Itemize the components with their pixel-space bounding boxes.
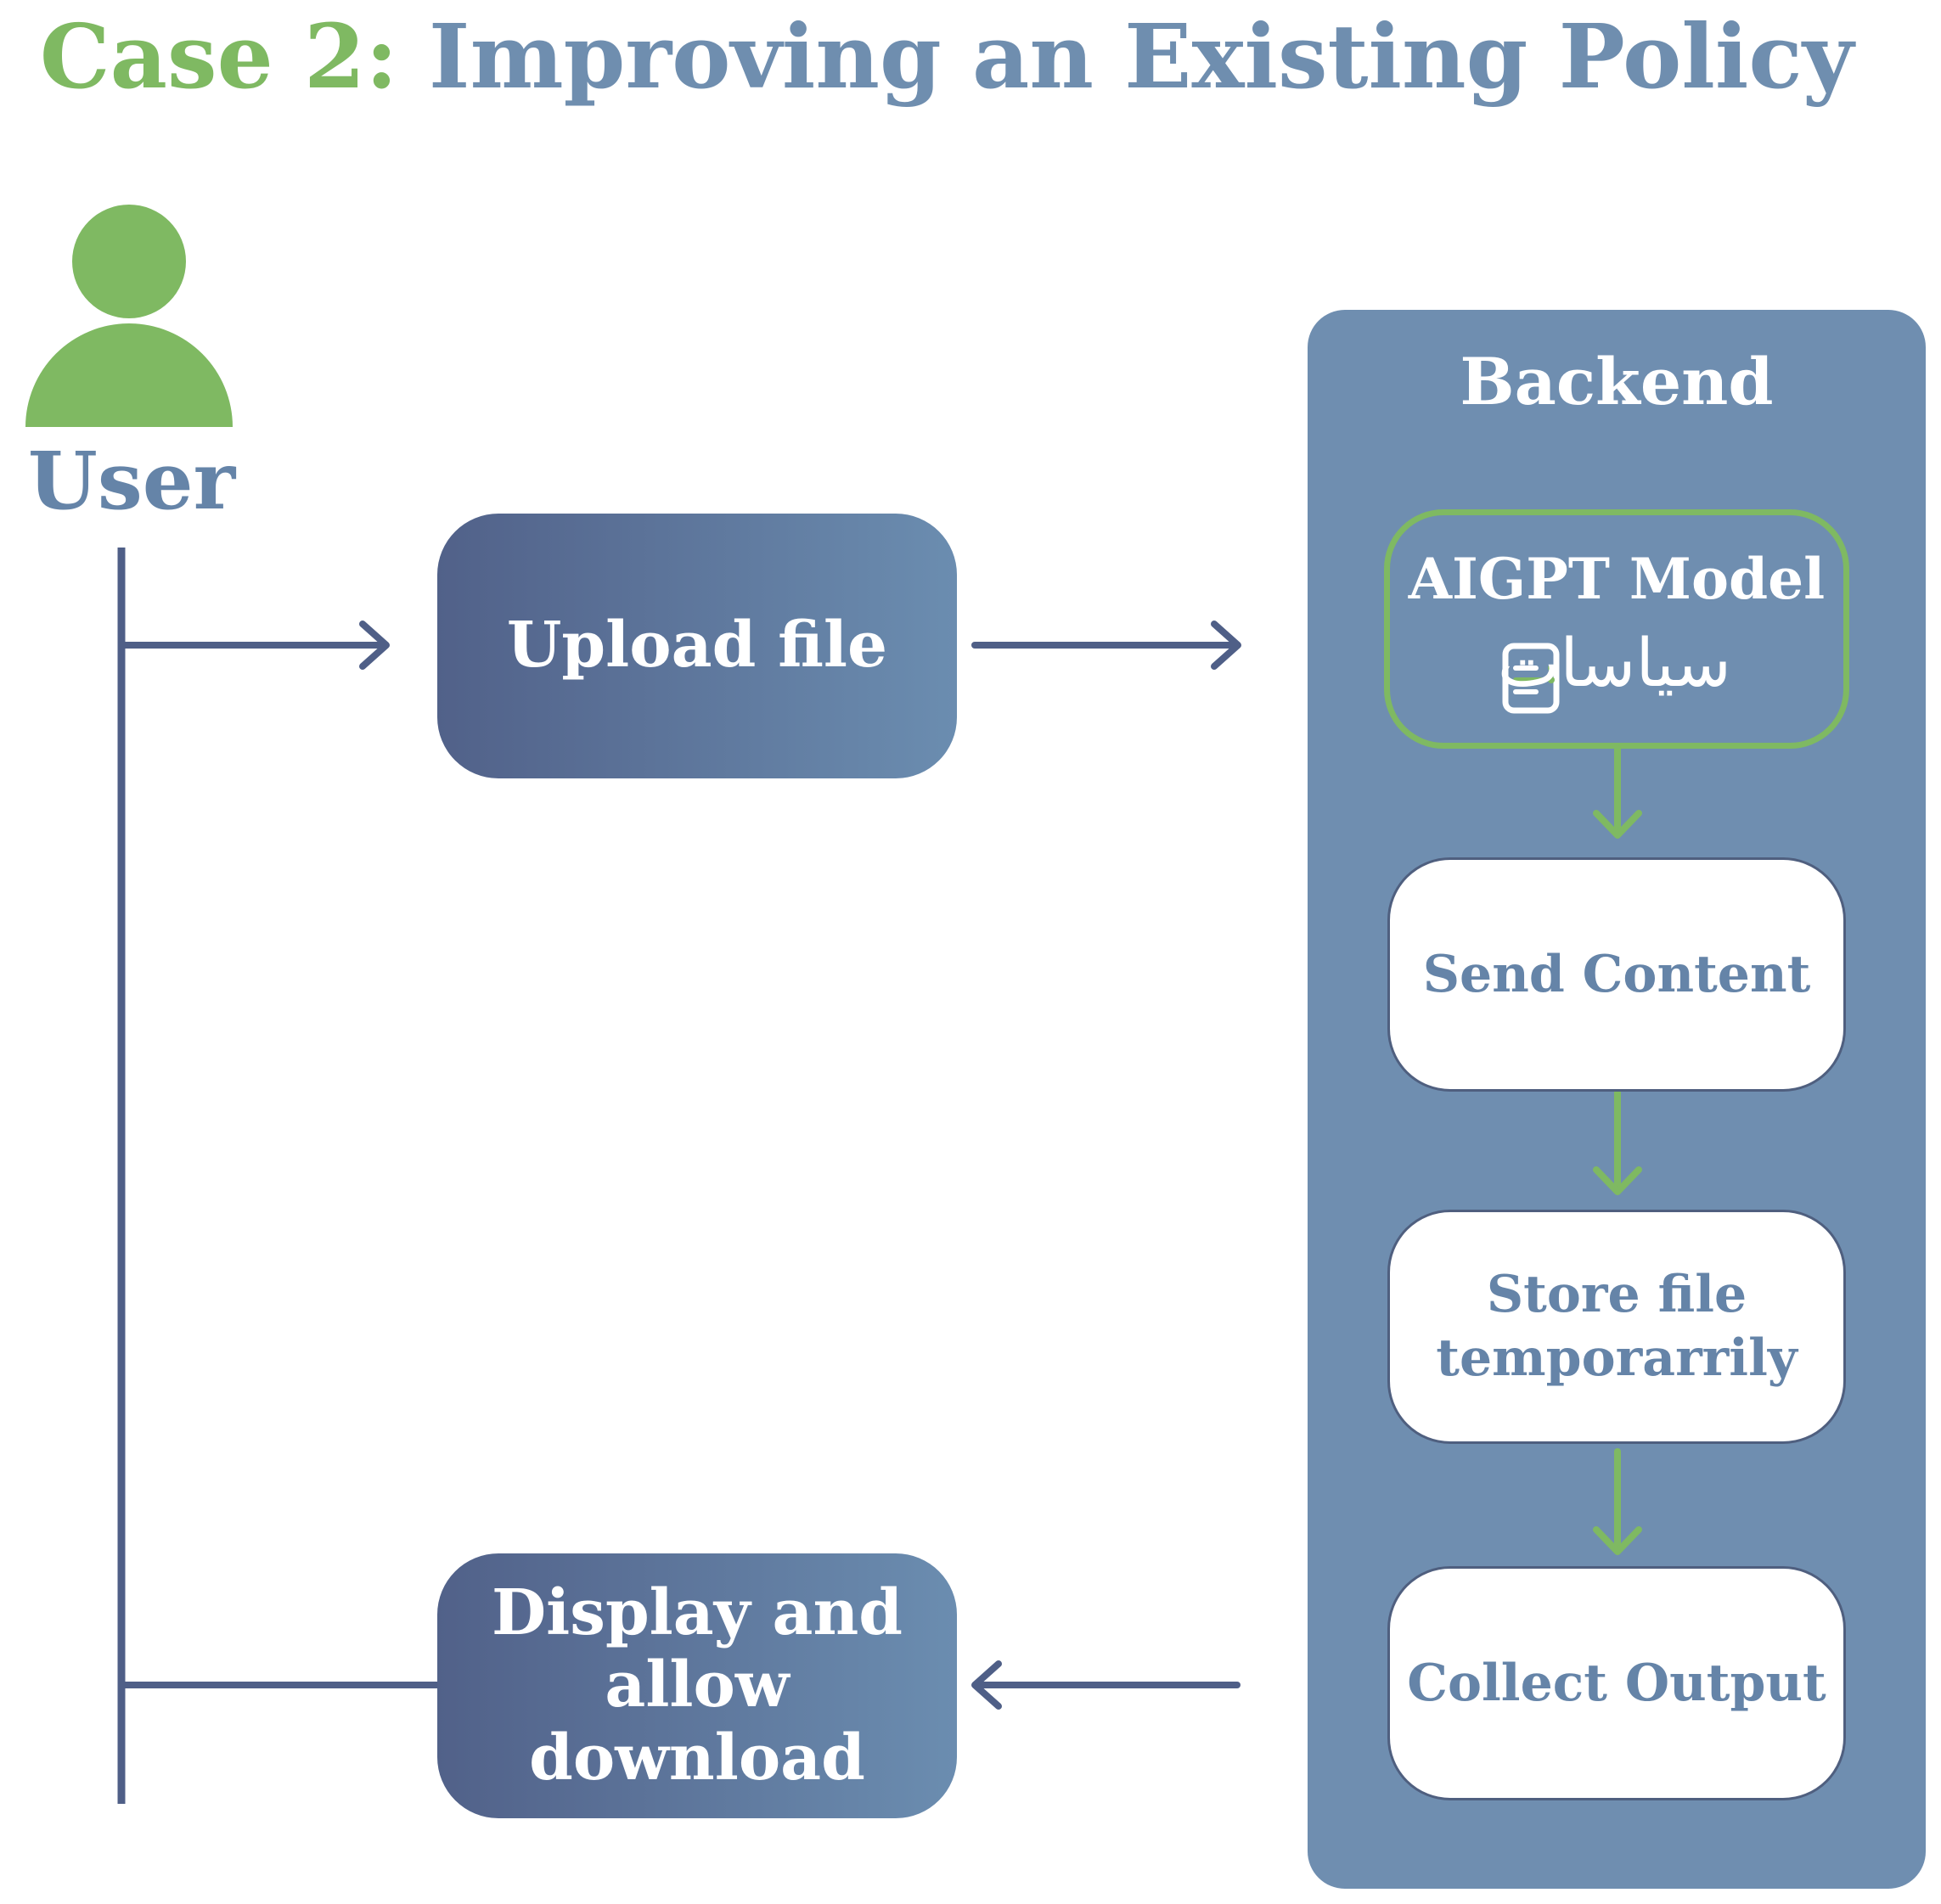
display-label-line1: Display and [492,1576,903,1650]
collect-output-label: Collect Output [1407,1653,1826,1713]
logo-text: سياسات [1497,626,1731,702]
backend-to-display-arrowhead [971,1660,1002,1710]
case-label: Case 2: [39,4,398,109]
user-to-upload-arrowhead [359,621,390,670]
person-body [25,323,233,427]
siasat-logo: سياسات [1498,631,1731,719]
store-label-line2: temporarrily [1436,1328,1798,1388]
person-icon [25,205,233,427]
main-title: Improving an Existing Policy [428,4,1854,109]
aigpt-model-box: AIGPT Model سياسات [1384,509,1849,749]
page-title: Case 2: Improving an Existing Policy [0,8,1893,105]
store-file-box: Store file temporarrily [1387,1210,1846,1444]
display-download-box: Display and allow download [437,1553,957,1818]
store-label-line1: Store file [1486,1265,1747,1324]
display-label-line2: allow download [529,1648,865,1794]
send-content-box: Send Content [1387,857,1846,1092]
backend-title: Backend [1460,344,1774,419]
document-logo-icon [1502,643,1560,714]
user-label: User [27,435,236,528]
upload-file-label: Upload file [506,609,888,682]
collect-output-box: Collect Output [1387,1566,1846,1800]
model-label: AIGPT Model [1408,546,1826,612]
send-content-label: Send Content [1422,944,1811,1004]
upload-file-box: Upload file [437,514,957,778]
upload-to-backend-arrowhead [1211,621,1241,670]
person-head [72,205,186,318]
